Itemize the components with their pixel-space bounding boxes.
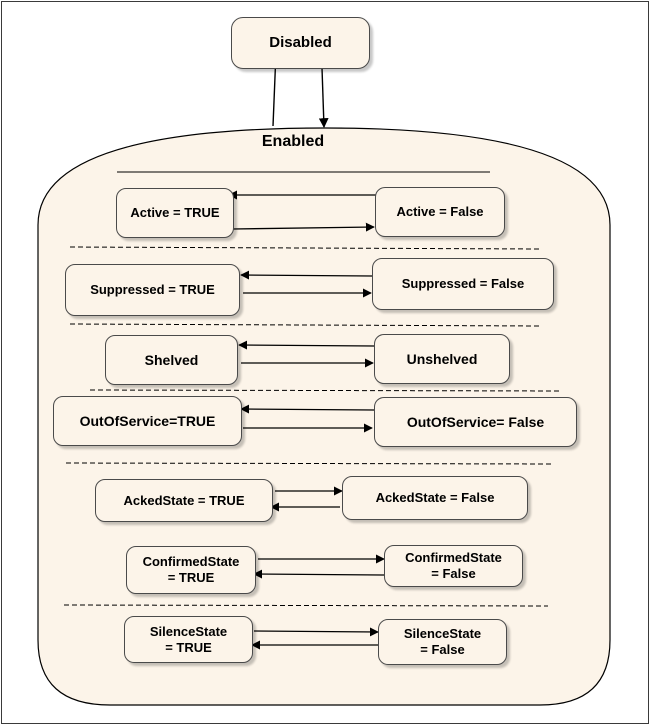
state-silence-true: SilenceState = TRUE: [124, 616, 253, 663]
state-unshelved: Unshelved: [374, 334, 510, 384]
transition-unshelved-to-shelved: [238, 340, 375, 350]
state-shelved: Shelved: [105, 335, 238, 385]
state-outofservice-false: OutOfService= False: [374, 397, 577, 447]
state-suppressed-false: Suppressed = False: [372, 258, 554, 310]
transition-silence-true-to-false: [253, 627, 379, 637]
state-acked-false: AckedState = False: [342, 476, 528, 520]
transition-suppressed-false-to-true: [240, 270, 373, 280]
state-suppressed-true: Suppressed = TRUE: [65, 264, 240, 316]
region-separator: [63, 604, 549, 607]
transition-active-true-to-false: [232, 222, 375, 232]
state-confirmed-false: ConfirmedState = False: [384, 545, 523, 587]
enabled-region-label: Enabled: [261, 133, 325, 150]
state-active-true: Active = TRUE: [116, 188, 234, 238]
region-separator: [89, 389, 561, 392]
region-separator: [69, 323, 541, 327]
region-separator: [69, 246, 541, 250]
state-confirmed-true: ConfirmedState = TRUE: [126, 546, 256, 594]
region-separator: [65, 462, 555, 465]
state-acked-true: AckedState = TRUE: [95, 479, 273, 522]
state-disabled: Disabled: [231, 17, 370, 69]
transition-confirmed-false-to-true: [253, 569, 385, 579]
transition-outofservice-false-to-true: [240, 404, 375, 414]
transition-disabled-to-enabled: [318, 67, 329, 128]
state-outofservice-true: OutOfService=TRUE: [53, 396, 242, 446]
state-active-false: Active = False: [375, 187, 505, 237]
state-silence-false: SilenceState = False: [378, 619, 507, 665]
